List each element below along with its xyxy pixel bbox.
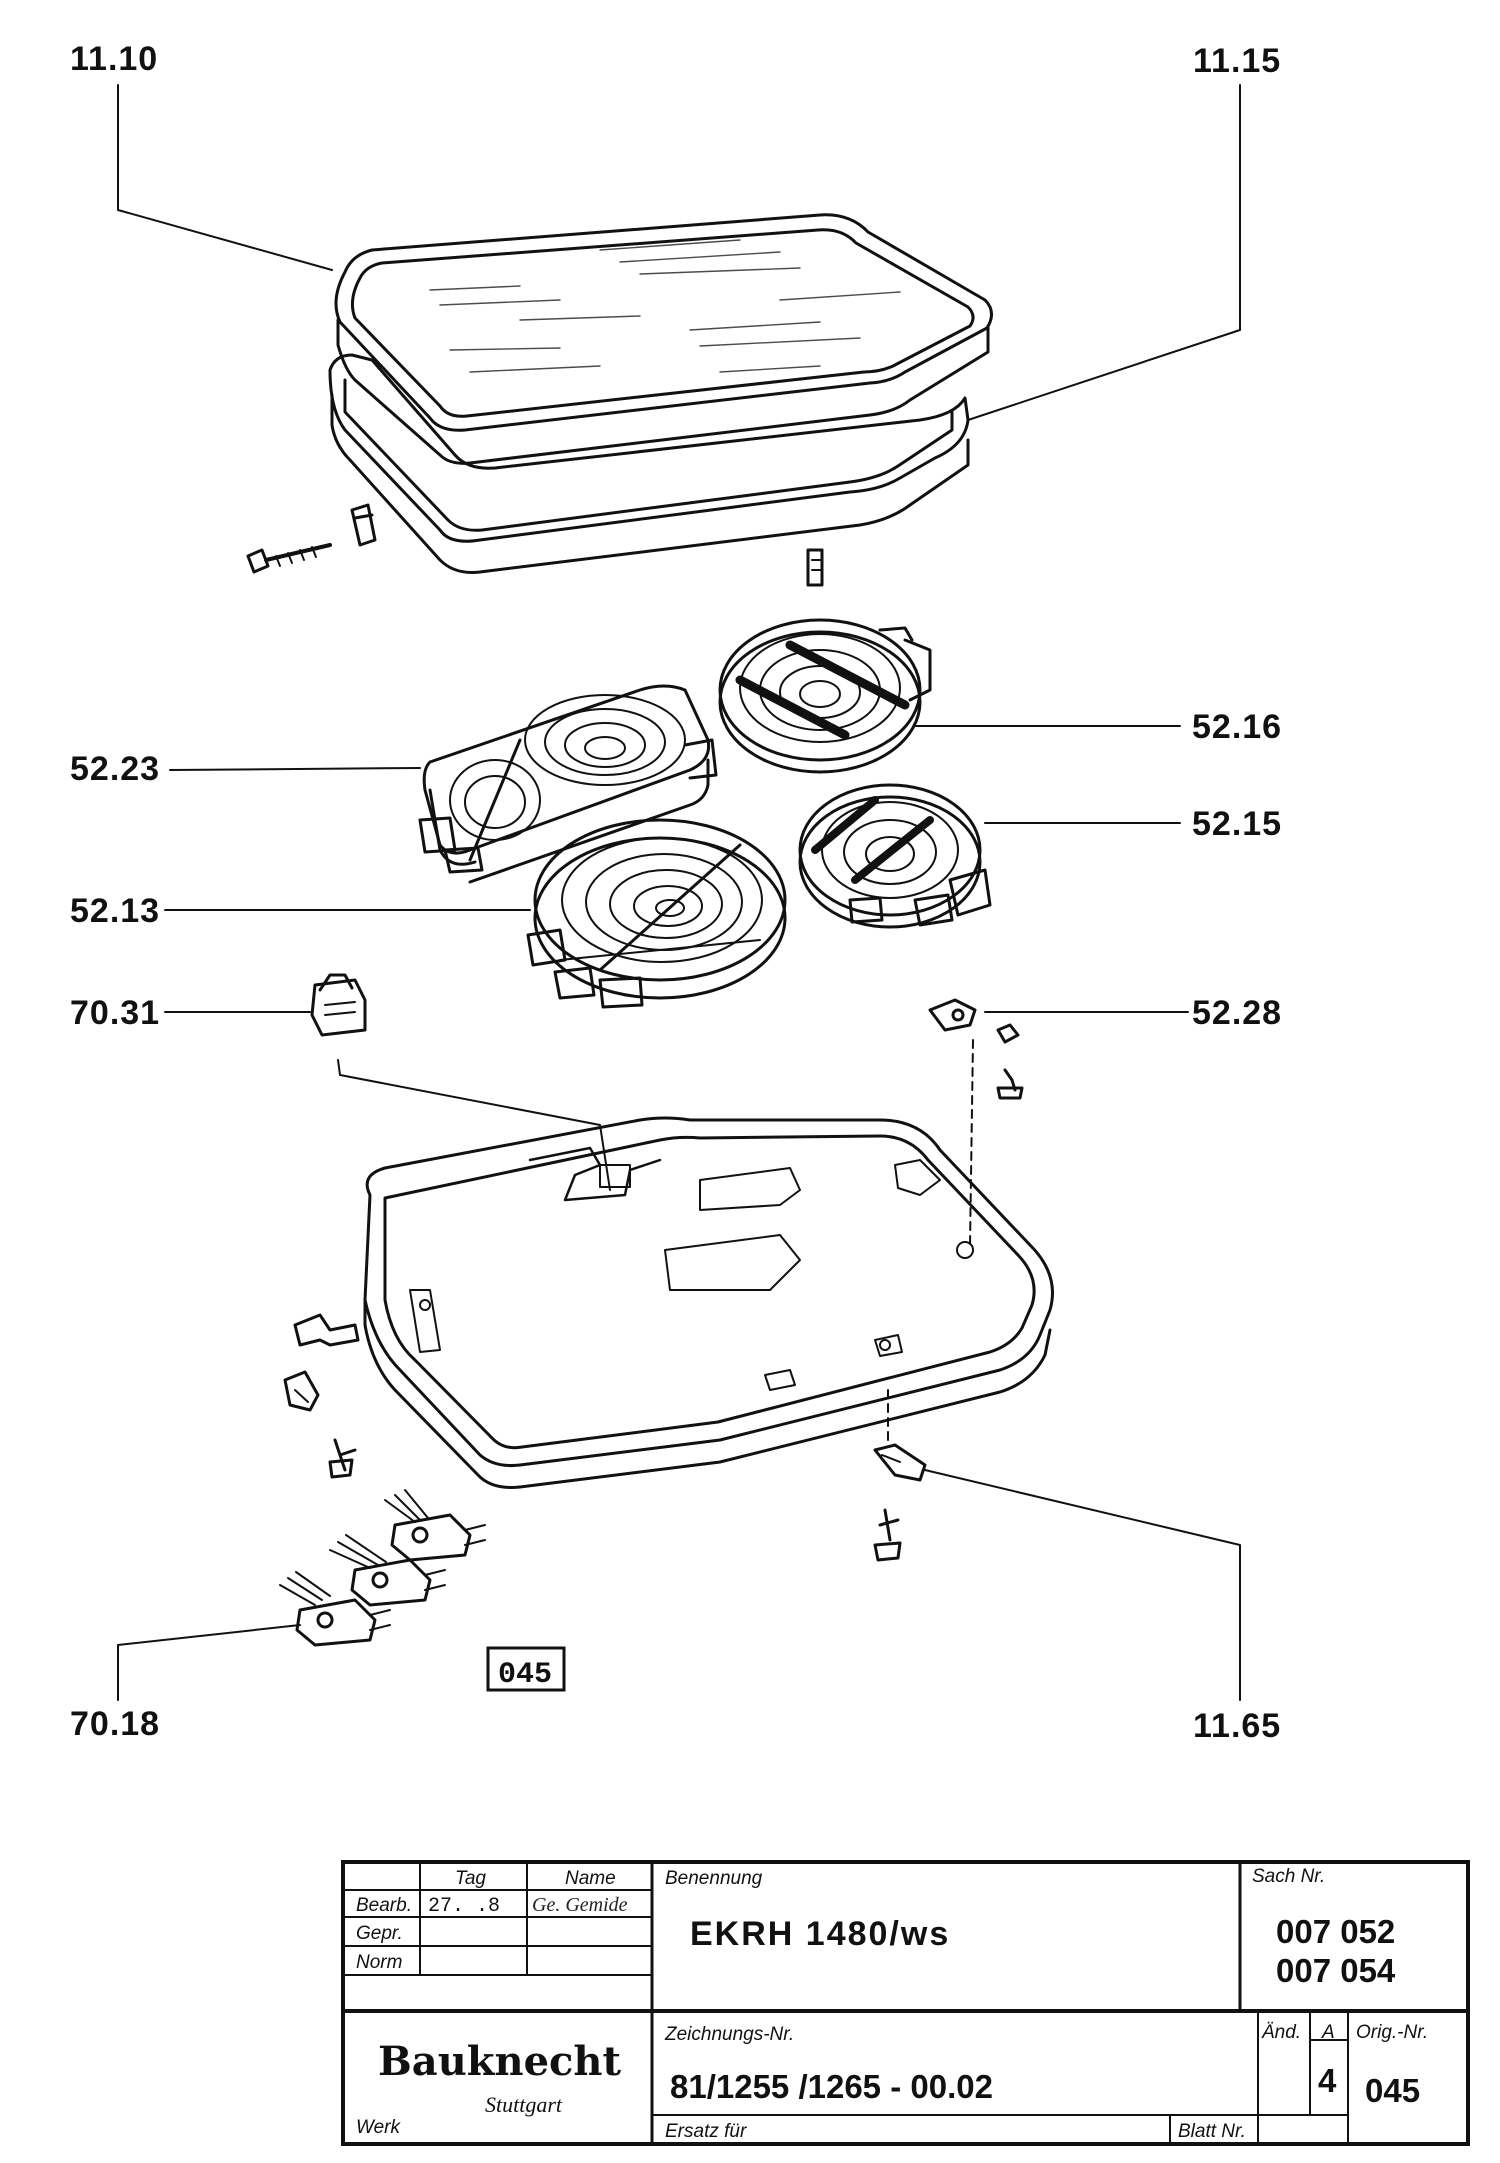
tb-orig-value: 045 [1365, 2072, 1420, 2109]
tb-brand-logo: Bauknecht [378, 2038, 621, 2085]
callout-11-10: 11.10 [70, 40, 158, 78]
callout-52-23: 52.23 [70, 750, 160, 788]
switch-70-31 [310, 973, 367, 1037]
callout-52-28: 52.28 [1192, 994, 1282, 1032]
tb-orig-label: Orig.-Nr. [1356, 2022, 1428, 2043]
tb-col-name: Name [565, 1868, 616, 1889]
leader-lines [117, 84, 1241, 1701]
tb-sach-label: Sach Nr. [1252, 1866, 1325, 1887]
callout-70-18: 70.18 [70, 1705, 160, 1743]
tb-aend-num: 4 [1318, 2062, 1337, 2099]
tb-col-tag: Tag [455, 1868, 486, 1889]
callout-11-15: 11.15 [1193, 42, 1281, 80]
tb-benennung-value: EKRH 1480/ws [690, 1915, 950, 1953]
tb-aend-value: A [1321, 2022, 1335, 2043]
lower-frame [363, 1116, 1054, 1489]
tb-zeichnungs-label: Zeichnungs-Nr. [664, 2024, 794, 2045]
clip-52-28 [928, 998, 1024, 1100]
tb-zeichnungs-value: 81/1255 /1265 - 00.02 [670, 2068, 993, 2105]
glass-panel [334, 213, 993, 465]
stamp-box [486, 1646, 566, 1692]
tb-werk-label: Werk [356, 2117, 401, 2138]
tb-row-bearb: Bearb. [356, 1895, 412, 1916]
tb-blatt-label: Blatt Nr. [1178, 2121, 1246, 2142]
frame-seal [328, 353, 970, 574]
heating-element-52-16 [718, 618, 932, 774]
callout-52-13: 52.13 [70, 892, 160, 930]
stamp-number: 045 [498, 1658, 552, 1692]
switch-group-70-18 [279, 1489, 486, 1647]
tb-bearb-name: Ge. Gemide [532, 1894, 628, 1916]
callout-11-65: 11.65 [1193, 1707, 1281, 1745]
heating-element-52-23 [418, 684, 718, 884]
callout-52-16: 52.16 [1192, 708, 1282, 746]
tb-brand-city: Stuttgart [485, 2092, 563, 2117]
tb-ersatz-label: Ersatz für [665, 2121, 747, 2142]
clip-right [806, 548, 824, 587]
tb-benennung-label: Benennung [665, 1868, 763, 1889]
tb-sach-1: 007 052 [1276, 1913, 1395, 1950]
clip-11-65 [873, 1443, 927, 1562]
bracket-small-parts [283, 1313, 360, 1479]
clip-left [246, 503, 377, 574]
callout-52-15: 52.15 [1192, 805, 1282, 843]
tb-row-norm: Norm [356, 1952, 402, 1973]
callout-70-31: 70.31 [70, 994, 160, 1032]
heating-element-52-13 [526, 818, 787, 1009]
tb-aend-label: Änd. [1261, 2022, 1301, 2043]
tb-sach-2: 007 054 [1276, 1952, 1396, 1989]
heating-element-52-15 [798, 783, 992, 929]
title-block [341, 1860, 1470, 2146]
tb-row-gepr: Gepr. [356, 1923, 403, 1944]
tb-bearb-tag: 27. .8 [428, 1895, 500, 1918]
